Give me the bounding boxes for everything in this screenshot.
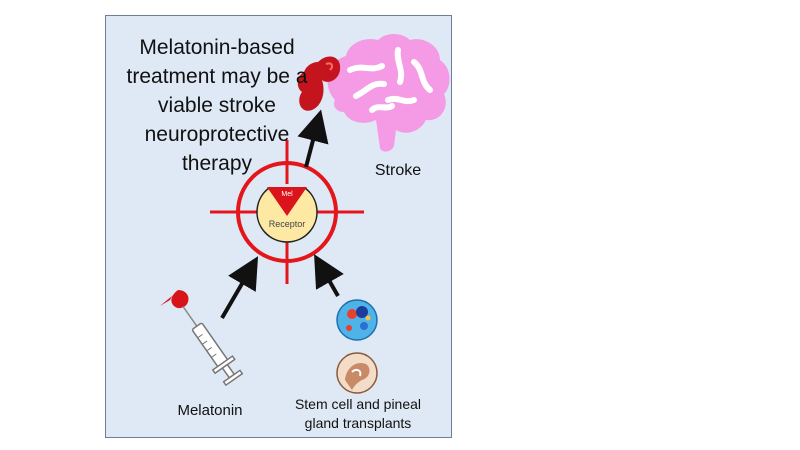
stroke-label: Stroke (374, 162, 422, 179)
arrow-to-stroke (297, 109, 329, 168)
blood-clot-icon (297, 56, 341, 111)
receptor-icon (256, 186, 318, 243)
arrow-from-melatonin (220, 256, 259, 320)
diagram-title: Melatonin-based treatment may be a viabl… (126, 36, 308, 175)
syringe-icon (182, 306, 244, 387)
stem-cell-icon (336, 299, 378, 341)
arrow-from-transplants (314, 254, 344, 297)
melatonin-label: Melatonin (177, 402, 243, 419)
ligand-label: Mel (281, 191, 293, 198)
blood-drop-icon (160, 290, 189, 309)
receptor-label: Receptor (269, 219, 306, 229)
target-crosshair-icon (210, 140, 364, 284)
brain-icon (327, 34, 450, 152)
transplant-label: Stem cell and pineal gland transplants (294, 396, 422, 431)
pineal-gland-icon (336, 352, 378, 394)
